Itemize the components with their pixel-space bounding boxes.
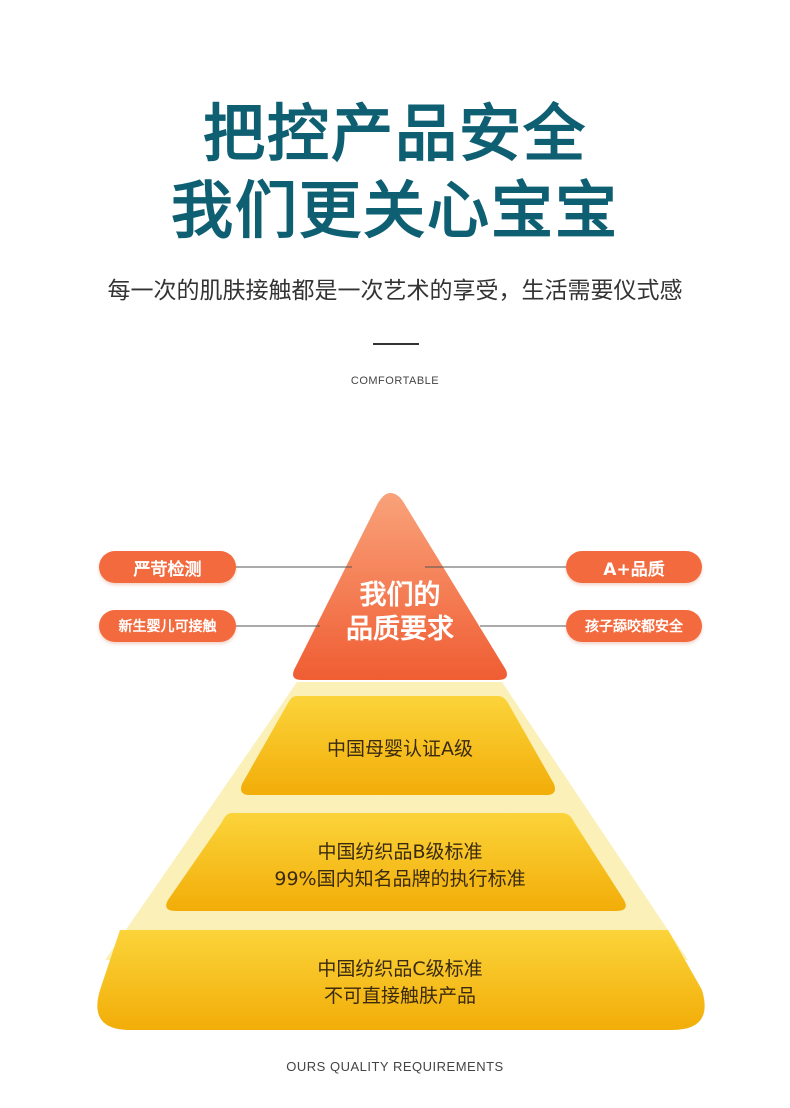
peak-triangle — [293, 493, 507, 680]
headline-line-2: 我们更关心宝宝 — [170, 174, 619, 247]
tier-2-text-line-2: 99%国内知名品牌的执行标准 — [274, 868, 526, 890]
tier-2-text-line-1: 中国纺织品B级标准 — [317, 841, 483, 863]
tier-3-shape — [97, 930, 705, 1030]
tier-3-text-line-2: 不可直接触肤产品 — [323, 985, 476, 1007]
subtitle: 每一次的肌肤接触都是一次艺术的享受，生活需要仪式感 — [107, 278, 683, 304]
label-newborn-safe: 新生婴儿可接触 — [99, 610, 236, 642]
section-tag: COMFORTABLE — [350, 375, 440, 387]
tier-1-shape — [241, 696, 555, 795]
headline-line-1: 把控产品安全 — [202, 97, 587, 170]
tier-3-text-line-1: 中国纺织品C级标准 — [317, 958, 483, 980]
tier-2-shape — [166, 813, 626, 911]
peak-text-line-2: 品质要求 — [346, 614, 454, 645]
label-a-plus-quality: A+品质 — [566, 551, 702, 583]
divider — [373, 343, 419, 345]
label-strict-testing: 严苛检测 — [99, 551, 236, 583]
peak-text-line-1: 我们的 — [359, 580, 441, 611]
footer-tag: OURS QUALITY REQUIREMENTS — [286, 1059, 504, 1074]
label-bite-safe: 孩子舔咬都安全 — [566, 610, 702, 642]
tier-1-text: 中国母婴认证A级 — [327, 738, 473, 760]
